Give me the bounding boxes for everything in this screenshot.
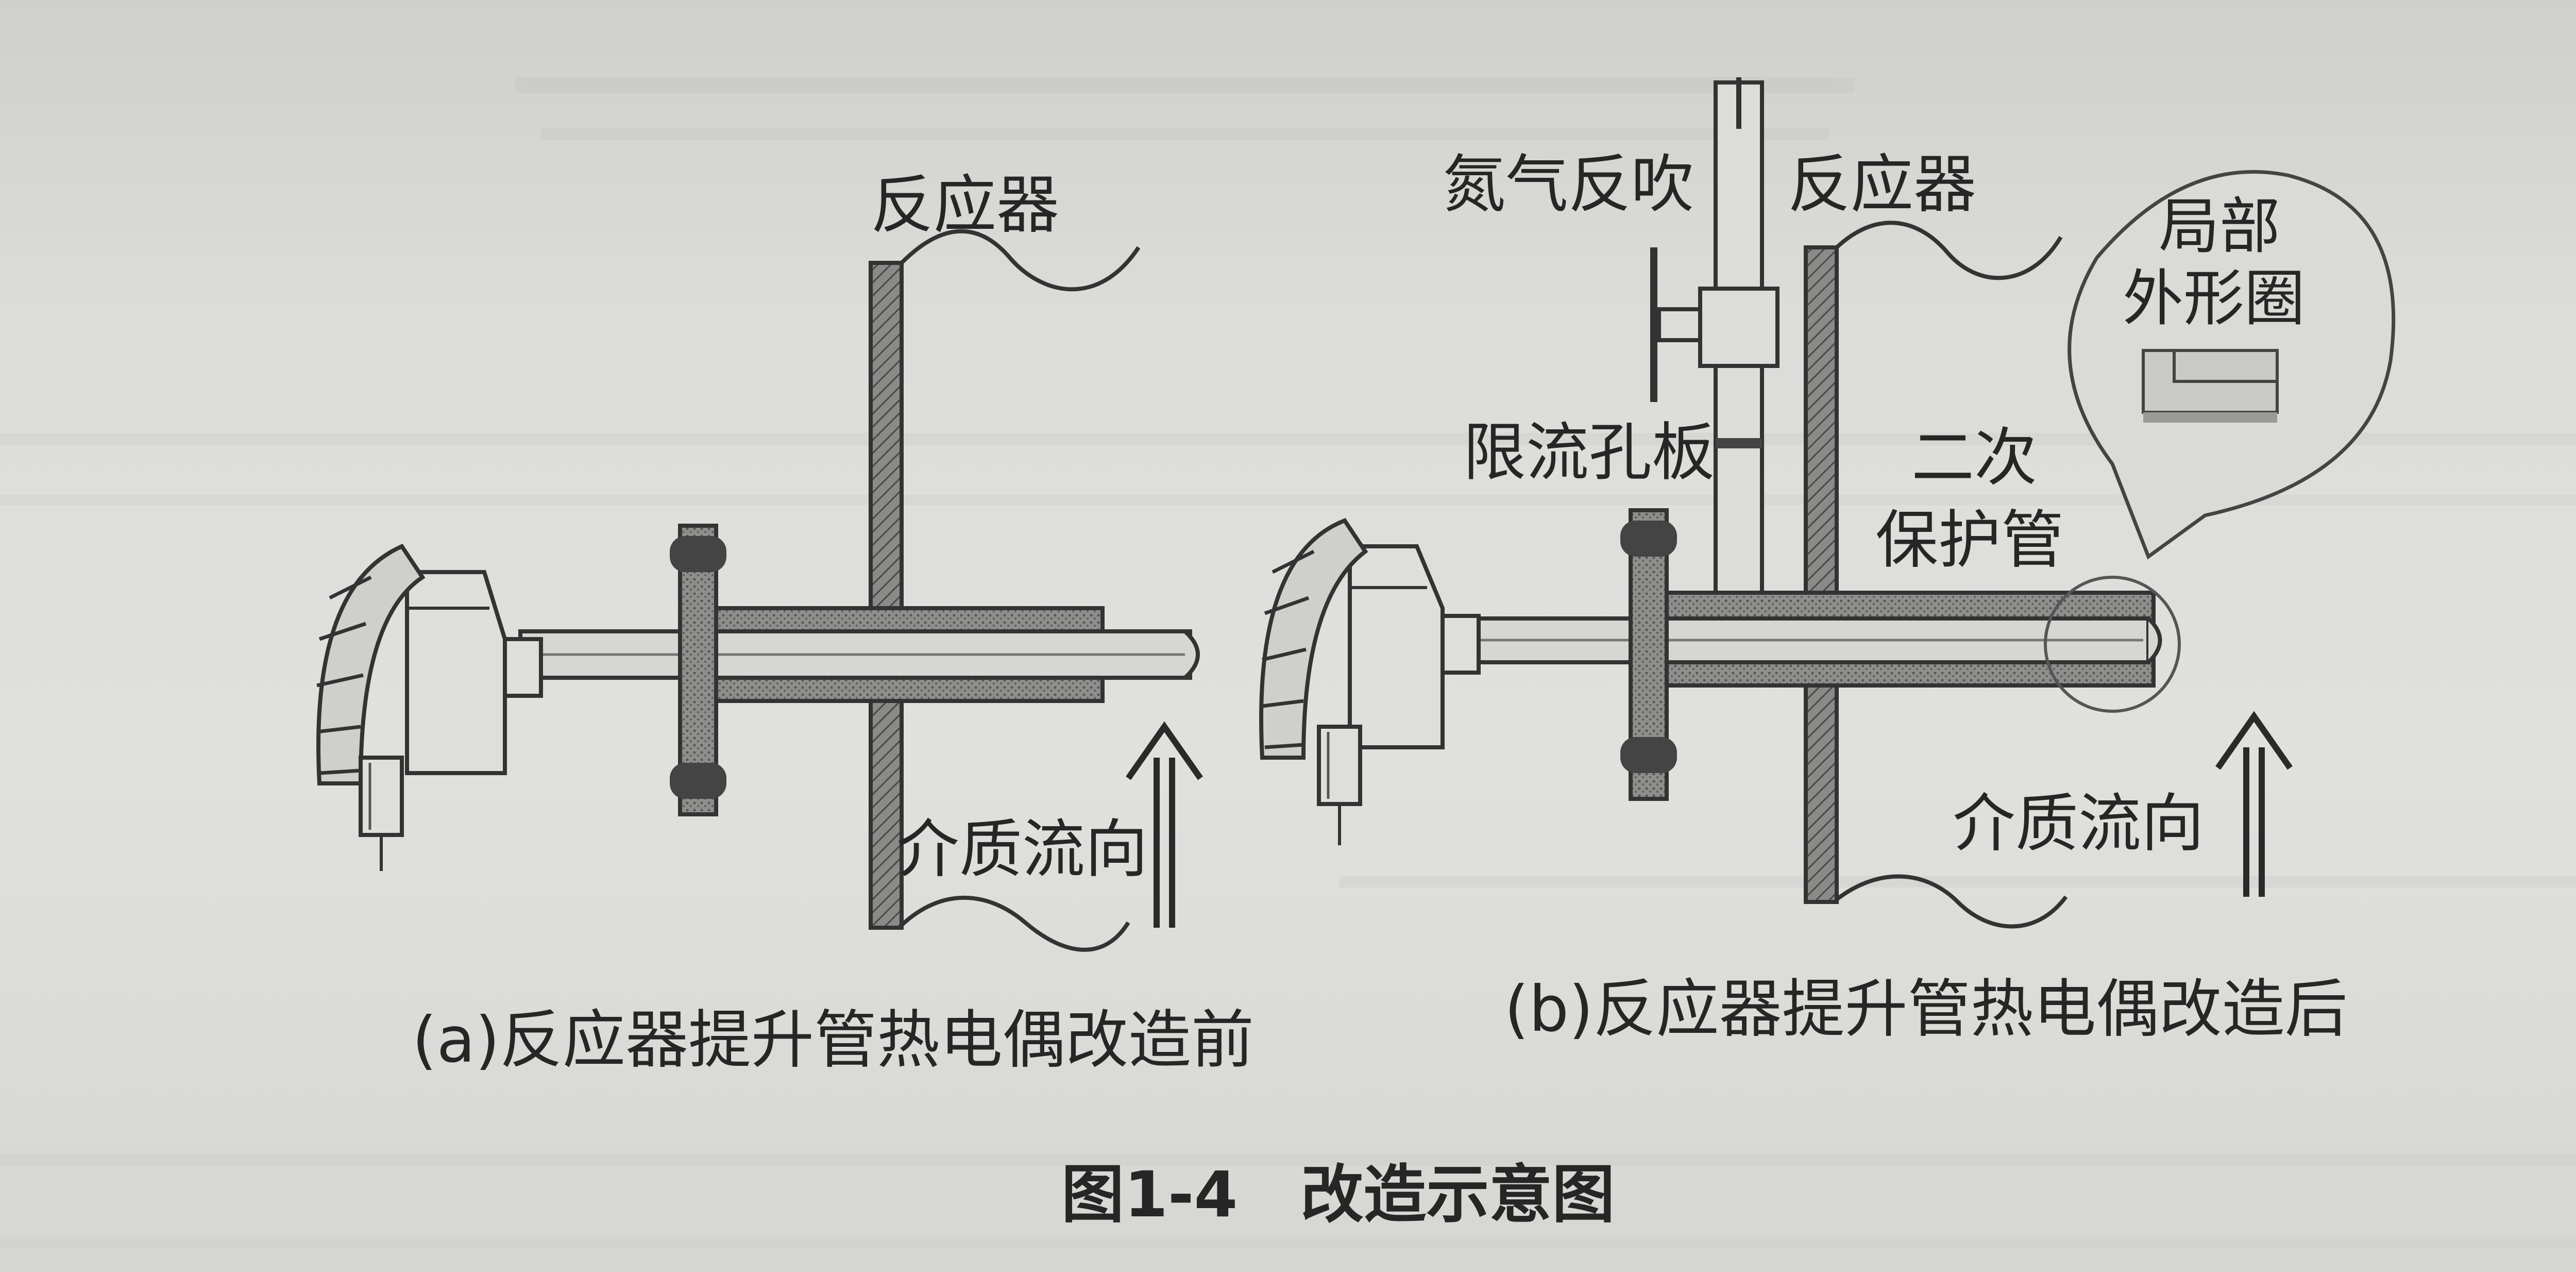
local-detail-circle: [2044, 576, 2181, 713]
diagram-a: 反应器 介质流向: [316, 169, 1203, 952]
reactor-break-bottom-b: [1835, 874, 2068, 929]
diagram-b: 氮气反吹 反应器 限流孔板 二次 保护管 局部 外形圈 介质流向: [1259, 77, 2396, 929]
detail-label-line1: 局部: [2159, 191, 2280, 262]
junction-head-b: [1259, 518, 1481, 845]
reactor-wall-b: [1804, 245, 1839, 904]
figure-title: 图1-4 改造示意图: [1061, 1158, 1615, 1231]
reactor-break-top-a: [900, 229, 1141, 292]
caption-a: (a)反应器提升管热电偶改造前: [412, 1003, 1254, 1077]
secondary-tube-label-line2: 保护管: [1875, 504, 2064, 577]
restriction-orifice: [1716, 438, 1762, 448]
restriction-orifice-label: 限流孔板: [1463, 416, 1715, 489]
bleed-through-text: [0, 77, 2576, 1248]
flow-arrow-b: [2215, 711, 2293, 897]
junction-head-a: [316, 543, 543, 871]
reactor-break-top-b: [1835, 221, 2063, 280]
tube-profile-icon: [2142, 349, 2279, 423]
flow-label-a: 介质流向: [896, 813, 1148, 886]
reactor-break-bottom-a: [900, 895, 1130, 952]
nitrogen-purge-label: 氮气反吹: [1443, 148, 1694, 221]
reactor-wall-a: [869, 261, 904, 930]
flow-arrow-a: [1126, 721, 1203, 928]
flow-label-b: 介质流向: [1953, 787, 2204, 860]
reactor-label-b: 反应器: [1788, 148, 1976, 221]
detail-callout: [2067, 170, 2396, 560]
secondary-tube-label-line1: 二次: [1911, 421, 2037, 494]
nitrogen-purge-pipe: [1650, 77, 1780, 615]
reactor-label-a: 反应器: [871, 169, 1059, 242]
caption-b: (b)反应器提升管热电偶改造后: [1504, 973, 2348, 1046]
detail-label-line2: 外形圈: [2123, 263, 2305, 334]
